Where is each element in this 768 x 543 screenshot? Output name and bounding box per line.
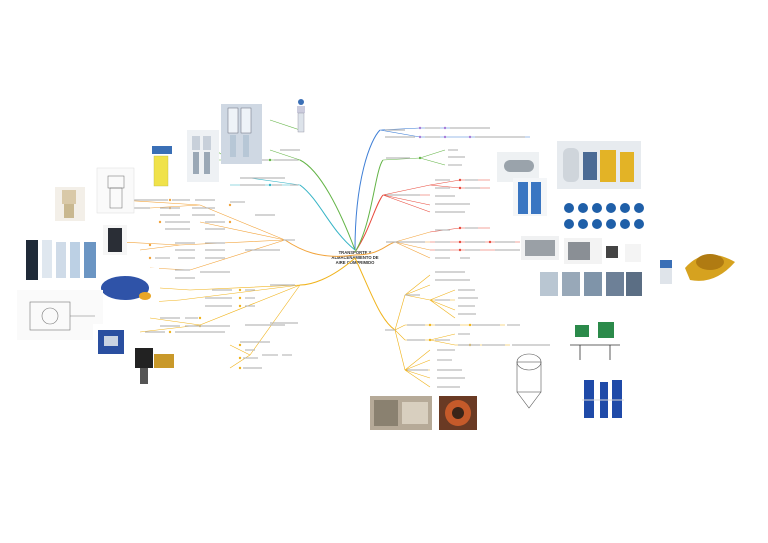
drain-blue-image [99, 268, 159, 309]
dryer-towers-image [577, 374, 627, 422]
branch-green [299, 159, 356, 251]
filter-panels-image [534, 267, 644, 301]
center-line-2: ALMACENAMIENTO DE [331, 255, 378, 260]
branch-yellow-left [299, 257, 356, 286]
branches [284, 129, 396, 331]
plant-diagram-image [565, 316, 625, 368]
branch-yellow-right [354, 257, 396, 331]
center-line-1: TRANSPORTE Y [339, 250, 372, 255]
center-line-3: AIRE COMPRIMIDO [336, 260, 376, 265]
safety-signs-image [561, 198, 645, 236]
condensate-drain-image [93, 324, 133, 362]
frl-unit-image [187, 130, 219, 182]
filter-cartridges-image [22, 233, 102, 285]
filter-regulator-image [221, 104, 262, 164]
center-topic[interactable]: TRANSPORTE Y ALMACENAMIENTO DE AIRE COMP… [331, 250, 378, 265]
tank-image [497, 152, 539, 182]
filter-body-image [55, 187, 85, 221]
branch-orange-right [354, 241, 396, 256]
tower-image [514, 352, 544, 412]
oil-splash-image [680, 236, 740, 286]
label-placeholders [125, 127, 550, 388]
lubricator-image [147, 142, 177, 188]
icons-row-image [602, 242, 641, 262]
images [17, 96, 740, 430]
compressor-room-image [557, 141, 641, 189]
filter-element-image [103, 225, 127, 255]
pressure-regulator-image [653, 256, 679, 288]
gear-cutaway-image [370, 396, 432, 430]
drain-diagram-image [17, 290, 103, 340]
node-markers [148, 126, 492, 370]
regulator-image [295, 96, 308, 133]
motor-coil-image [439, 396, 477, 430]
branch-teal [299, 184, 356, 251]
branch-blue [354, 129, 381, 251]
dryer-image [513, 178, 547, 216]
filter-section-diagram [96, 167, 135, 214]
cnc-machine-image [521, 236, 559, 260]
branch-orange-left [284, 239, 356, 257]
branch-green-right [354, 159, 384, 253]
timer-drain-image [129, 342, 179, 387]
machine-image-2 [564, 238, 602, 264]
